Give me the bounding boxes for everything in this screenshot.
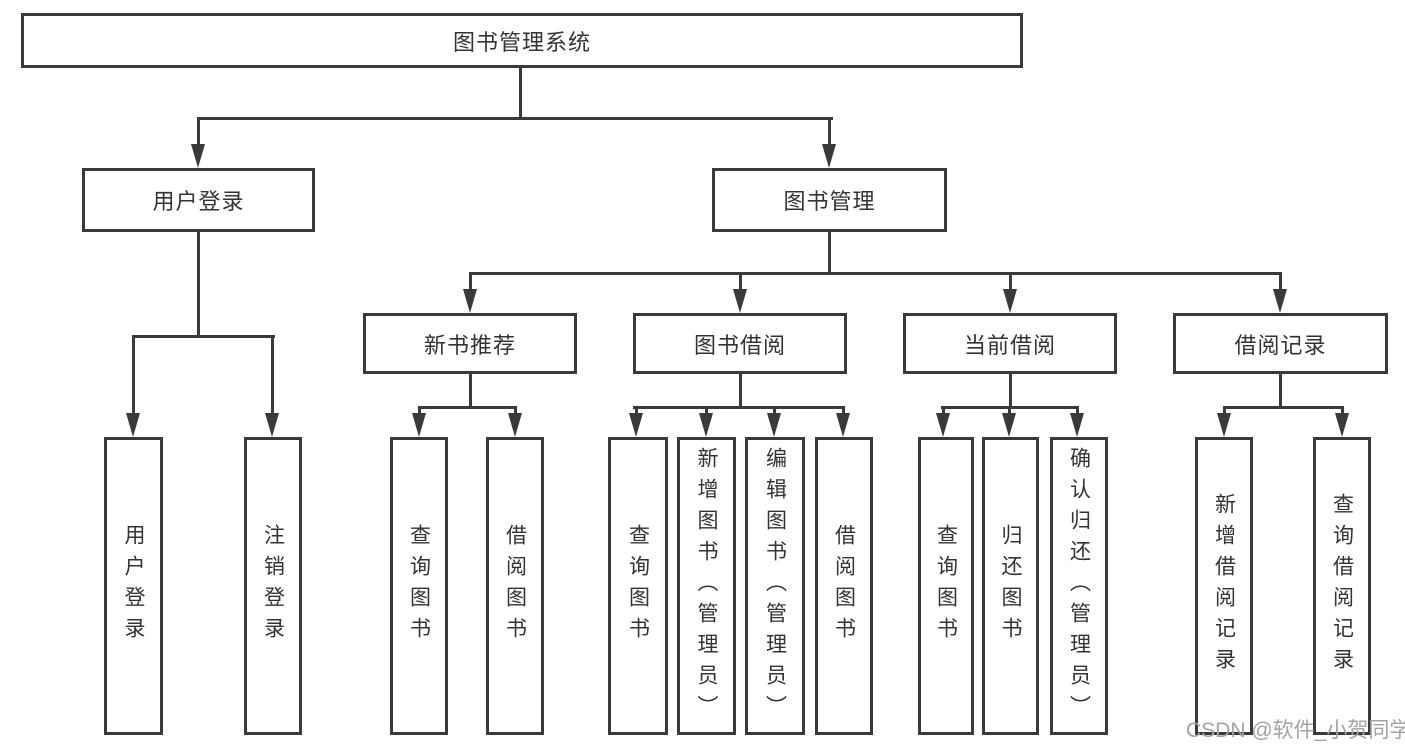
- arrow-g4-return-books: [1002, 413, 1016, 437]
- connector-drop-new-book: [469, 272, 472, 292]
- leaf-return-books: 归还图书: [982, 437, 1039, 735]
- arrow-book-borrowing: [733, 289, 747, 313]
- connector-drop-current-borrowing: [1009, 272, 1012, 292]
- arrow-leaf-logout: [265, 413, 279, 437]
- connector-drop-user-login: [197, 117, 200, 147]
- arrow-user-login: [191, 144, 205, 168]
- arrow-g3-edit-books: [767, 413, 781, 437]
- arrow-current-borrowing: [1003, 289, 1017, 313]
- leaf-query-books-borrowing-label: 查询图书: [626, 524, 650, 648]
- node-new-book-recommend: 新书推荐: [363, 313, 577, 374]
- connector-drop-book-borrowing: [739, 272, 742, 292]
- leaf-confirm-return-admin: 确认归还（管理员）: [1050, 437, 1108, 735]
- connector-drop-borrowing-records: [1279, 272, 1282, 292]
- connector-g2-drop1: [418, 406, 421, 418]
- connector-g4-drop3: [1076, 406, 1079, 418]
- leaf-borrow-books-borrowing: 借阅图书: [815, 437, 873, 735]
- arrow-g2-query-books: [412, 413, 426, 437]
- leaf-query-borrow-record: 查询借阅记录: [1313, 437, 1371, 735]
- leaf-query-books-current: 查询图书: [918, 437, 974, 735]
- connector-g5-drop1: [1223, 406, 1226, 418]
- csdn-watermark: CSDN @软件_小贺同学: [1186, 719, 1405, 742]
- connector-login-stem: [197, 230, 200, 338]
- leaf-return-books-label: 归还图书: [999, 524, 1022, 648]
- connector-g4-drop1: [942, 406, 945, 418]
- connector-g3-drop4: [842, 406, 845, 418]
- arrow-book-management: [822, 144, 836, 168]
- leaf-query-books-current-label: 查询图书: [934, 524, 958, 648]
- connector-login-bar: [132, 335, 275, 338]
- leaf-query-books-recommend: 查询图书: [390, 437, 448, 735]
- connector-drop-leaf-logout: [271, 335, 274, 417]
- connector-drop-leaf-login: [132, 335, 135, 417]
- node-user-login: 用户登录: [82, 168, 315, 232]
- connector-level3-bar: [469, 272, 1282, 275]
- connector-drop-book-management: [828, 117, 831, 147]
- leaf-edit-books-admin-label: 编辑图书（管理员）: [763, 446, 787, 726]
- leaf-query-books-borrowing: 查询图书: [608, 437, 668, 735]
- leaf-logout-label: 注销登录: [261, 524, 285, 648]
- connector-level2-bar: [197, 117, 833, 120]
- connector-g5-drop2: [1341, 406, 1344, 418]
- arrow-g2-borrow-books: [508, 413, 522, 437]
- connector-g2-stem: [469, 372, 472, 409]
- leaf-add-books-admin-label: 新增图书（管理员）: [695, 446, 718, 726]
- connector-g4-drop2: [1008, 406, 1011, 418]
- connector-g3-drop1: [635, 406, 638, 418]
- node-book-management: 图书管理: [712, 168, 947, 232]
- connector-g3-stem: [739, 372, 742, 409]
- leaf-borrow-books-recommend-label: 借阅图书: [503, 524, 527, 648]
- node-borrowing-records: 借阅记录: [1173, 313, 1388, 374]
- connector-g5-bar: [1223, 406, 1344, 409]
- arrow-g3-query-books: [629, 413, 643, 437]
- connector-g3-drop3: [773, 406, 776, 418]
- leaf-add-books-admin: 新增图书（管理员）: [677, 437, 736, 735]
- arrow-g5-query-record: [1335, 413, 1349, 437]
- connector-g3-drop2: [705, 406, 708, 418]
- arrow-leaf-login: [126, 413, 140, 437]
- connector-g4-stem: [1009, 372, 1012, 409]
- arrow-borrowing-records: [1273, 289, 1287, 313]
- connector-g2-bar: [418, 406, 517, 409]
- connector-g2-drop2: [514, 406, 517, 418]
- leaf-logout: 注销登录: [244, 437, 302, 735]
- leaf-borrow-books-recommend: 借阅图书: [486, 437, 544, 735]
- arrow-g4-query-books: [936, 413, 950, 437]
- leaf-add-borrow-record: 新增借阅记录: [1195, 437, 1253, 735]
- node-root: 图书管理系统: [21, 13, 1023, 68]
- leaf-query-borrow-record-label: 查询借阅记录: [1330, 493, 1354, 679]
- leaf-borrow-books-borrowing-label: 借阅图书: [832, 524, 856, 648]
- arrow-g5-add-record: [1217, 413, 1231, 437]
- leaf-add-borrow-record-label: 新增借阅记录: [1212, 493, 1236, 679]
- arrow-g3-add-books: [699, 413, 713, 437]
- arrow-g3-borrow-books: [836, 413, 850, 437]
- leaf-user-login-label: 用户登录: [122, 524, 145, 648]
- node-book-borrowing: 图书借阅: [633, 313, 847, 374]
- leaf-user-login: 用户登录: [104, 437, 163, 735]
- connector-mgmt-stem: [828, 230, 831, 275]
- connector-g3-bar: [633, 406, 844, 409]
- connector-g5-stem: [1279, 372, 1282, 409]
- arrow-g4-confirm-return: [1070, 413, 1084, 437]
- node-current-borrowing: 当前借阅: [903, 313, 1117, 374]
- arrow-new-book: [463, 289, 477, 313]
- connector-root-stem: [519, 66, 522, 120]
- leaf-query-books-recommend-label: 查询图书: [407, 524, 431, 648]
- leaf-edit-books-admin: 编辑图书（管理员）: [745, 437, 805, 735]
- leaf-confirm-return-admin-label: 确认归还（管理员）: [1067, 446, 1091, 726]
